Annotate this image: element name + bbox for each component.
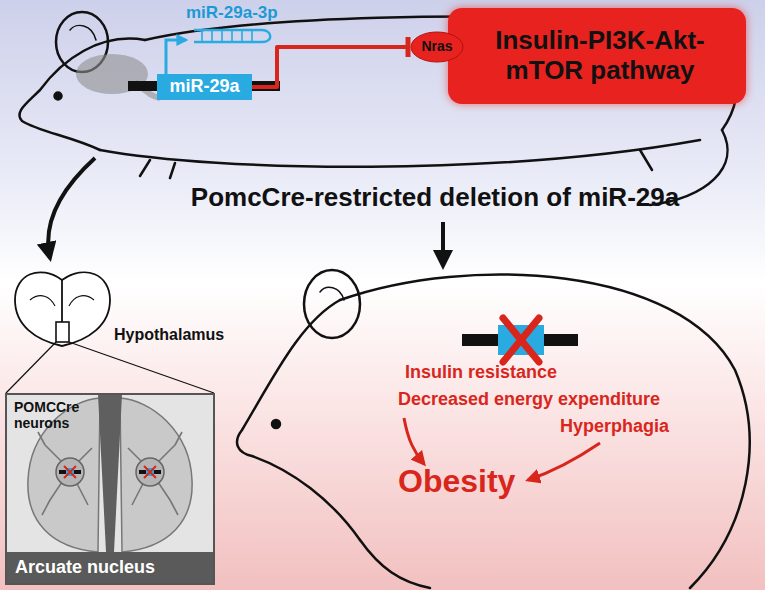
pointer-arrow xyxy=(441,222,445,266)
mirna-hairpin xyxy=(262,30,270,42)
phenotype-label: Hyperphagia xyxy=(560,416,669,437)
effect-arrow xyxy=(528,443,600,480)
mouse-outline xyxy=(145,17,737,130)
brain-section xyxy=(15,272,110,346)
phenotype-label: Decreased energy expenditure xyxy=(398,389,660,410)
arcuate-illustration xyxy=(56,458,84,486)
zoom-line xyxy=(6,342,56,393)
mouse-outline xyxy=(272,420,280,428)
arcuate-illustration xyxy=(64,466,76,478)
mouse-outline xyxy=(19,39,145,150)
ellipse-outline xyxy=(411,32,463,62)
arcuate-illustration xyxy=(5,393,215,585)
pointer-arrow xyxy=(48,158,95,258)
zoom-line xyxy=(6,342,214,393)
mouse-outline xyxy=(304,270,360,338)
mouse-outline xyxy=(100,140,700,167)
pointer-arrow xyxy=(48,158,95,258)
mouse-outline xyxy=(140,150,652,178)
effect-arrow xyxy=(404,418,424,464)
deleted-gene xyxy=(462,318,578,362)
deleted-gene xyxy=(503,318,539,362)
brain-shape xyxy=(76,54,160,98)
mouse-outline xyxy=(70,25,96,40)
cell-label: POMCCre neurons xyxy=(14,399,106,431)
pathway-box: Insulin-PI3K-Akt-mTOR pathway xyxy=(448,8,746,104)
outcome-label: Obesity xyxy=(398,463,515,500)
promoter-arrow xyxy=(166,40,186,74)
node-text: Insulin-PI3K-Akt-mTOR pathway xyxy=(470,26,730,86)
inhibition-connector xyxy=(252,37,410,87)
node-text: miR-29a xyxy=(169,77,239,97)
brain-section xyxy=(61,280,63,322)
arcuate-illustration xyxy=(128,432,182,515)
mirna-hairpin xyxy=(202,30,252,42)
mouse-outline xyxy=(237,270,750,588)
mouse-outline xyxy=(340,274,750,588)
mouse-outline xyxy=(320,287,344,300)
brain-section xyxy=(15,272,110,346)
arcuate-illustration xyxy=(5,393,215,585)
gene-box: miR-29a xyxy=(157,74,252,100)
pointer-arrow xyxy=(441,222,445,266)
brain-section xyxy=(56,322,69,342)
brain-section xyxy=(30,296,94,306)
mouse-outline xyxy=(360,540,430,588)
connector-line xyxy=(252,47,410,87)
arcuate-illustration xyxy=(98,394,122,552)
inhibition-bar xyxy=(406,37,411,57)
mouse-outline xyxy=(55,93,62,100)
promoter-arrow xyxy=(166,40,186,74)
arcuate-illustration xyxy=(38,432,182,515)
phenotype-label: Insulin resistance xyxy=(405,362,557,383)
arcuate-illustration xyxy=(144,466,156,478)
mirna-hairpin xyxy=(194,30,262,42)
node-text: Nras xyxy=(421,39,452,54)
region-label: Hypothalamus xyxy=(114,326,224,344)
mouse-outline xyxy=(19,12,737,205)
mirna-hairpin xyxy=(194,30,270,42)
region-name: Arcuate nucleus xyxy=(7,552,213,583)
zoom-line xyxy=(69,342,214,393)
protein-ellipse: Nras xyxy=(410,31,464,63)
arcuate-illustration xyxy=(38,432,92,515)
arcuate-illustration xyxy=(136,458,164,486)
main-title: PomcCre-restricted deletion of miR-29a xyxy=(110,182,760,213)
arcuate-illustration xyxy=(120,398,192,552)
mirna-label: miR-29a-3p xyxy=(186,3,278,23)
